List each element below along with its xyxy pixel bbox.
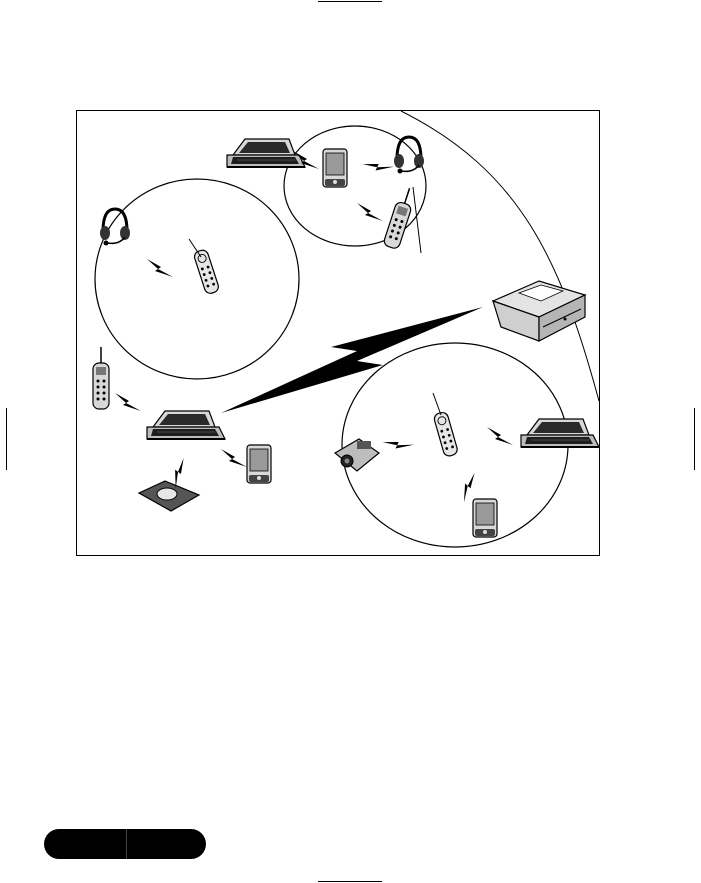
page-top-rule (318, 1, 382, 2)
cordless-phone-icon (382, 185, 418, 251)
page-corner-tab (44, 829, 206, 859)
left-edge-mark (6, 408, 7, 470)
wireless-link-icon (382, 429, 415, 458)
page-corner-tab-divider (126, 829, 127, 859)
wireless-link-icon (487, 427, 513, 445)
wireless-link-icon (457, 472, 482, 503)
printer-icon (491, 280, 587, 342)
laptop-icon (520, 418, 599, 448)
cordless-phone-icon (92, 346, 110, 410)
camcorder-icon (333, 438, 380, 472)
right-edge-mark (694, 408, 695, 470)
piconet-left-circle (94, 178, 300, 380)
wireless-link-icon (357, 203, 383, 221)
piconet-top-circle (283, 125, 427, 247)
page-bottom-rule (318, 881, 382, 882)
piconet-diagram (92, 111, 599, 548)
headset-icon (98, 207, 132, 247)
pda-icon (472, 498, 498, 538)
arc-line (400, 111, 599, 402)
remote-control-icon (432, 410, 460, 458)
pda-icon (322, 148, 348, 188)
laptop-icon (146, 410, 226, 440)
wireless-link-icon (115, 393, 141, 411)
remote-control-icon (192, 248, 221, 296)
wireless-link-icon (147, 259, 173, 277)
pda-icon (246, 444, 272, 484)
wireless-link-icon (362, 151, 395, 180)
headset-icon (392, 135, 426, 175)
mouse-pad-icon (137, 480, 201, 512)
wireless-link-printer (221, 307, 483, 413)
wireless-link-icon (221, 449, 247, 467)
laptop-icon (226, 138, 306, 168)
figure-frame (76, 110, 600, 556)
